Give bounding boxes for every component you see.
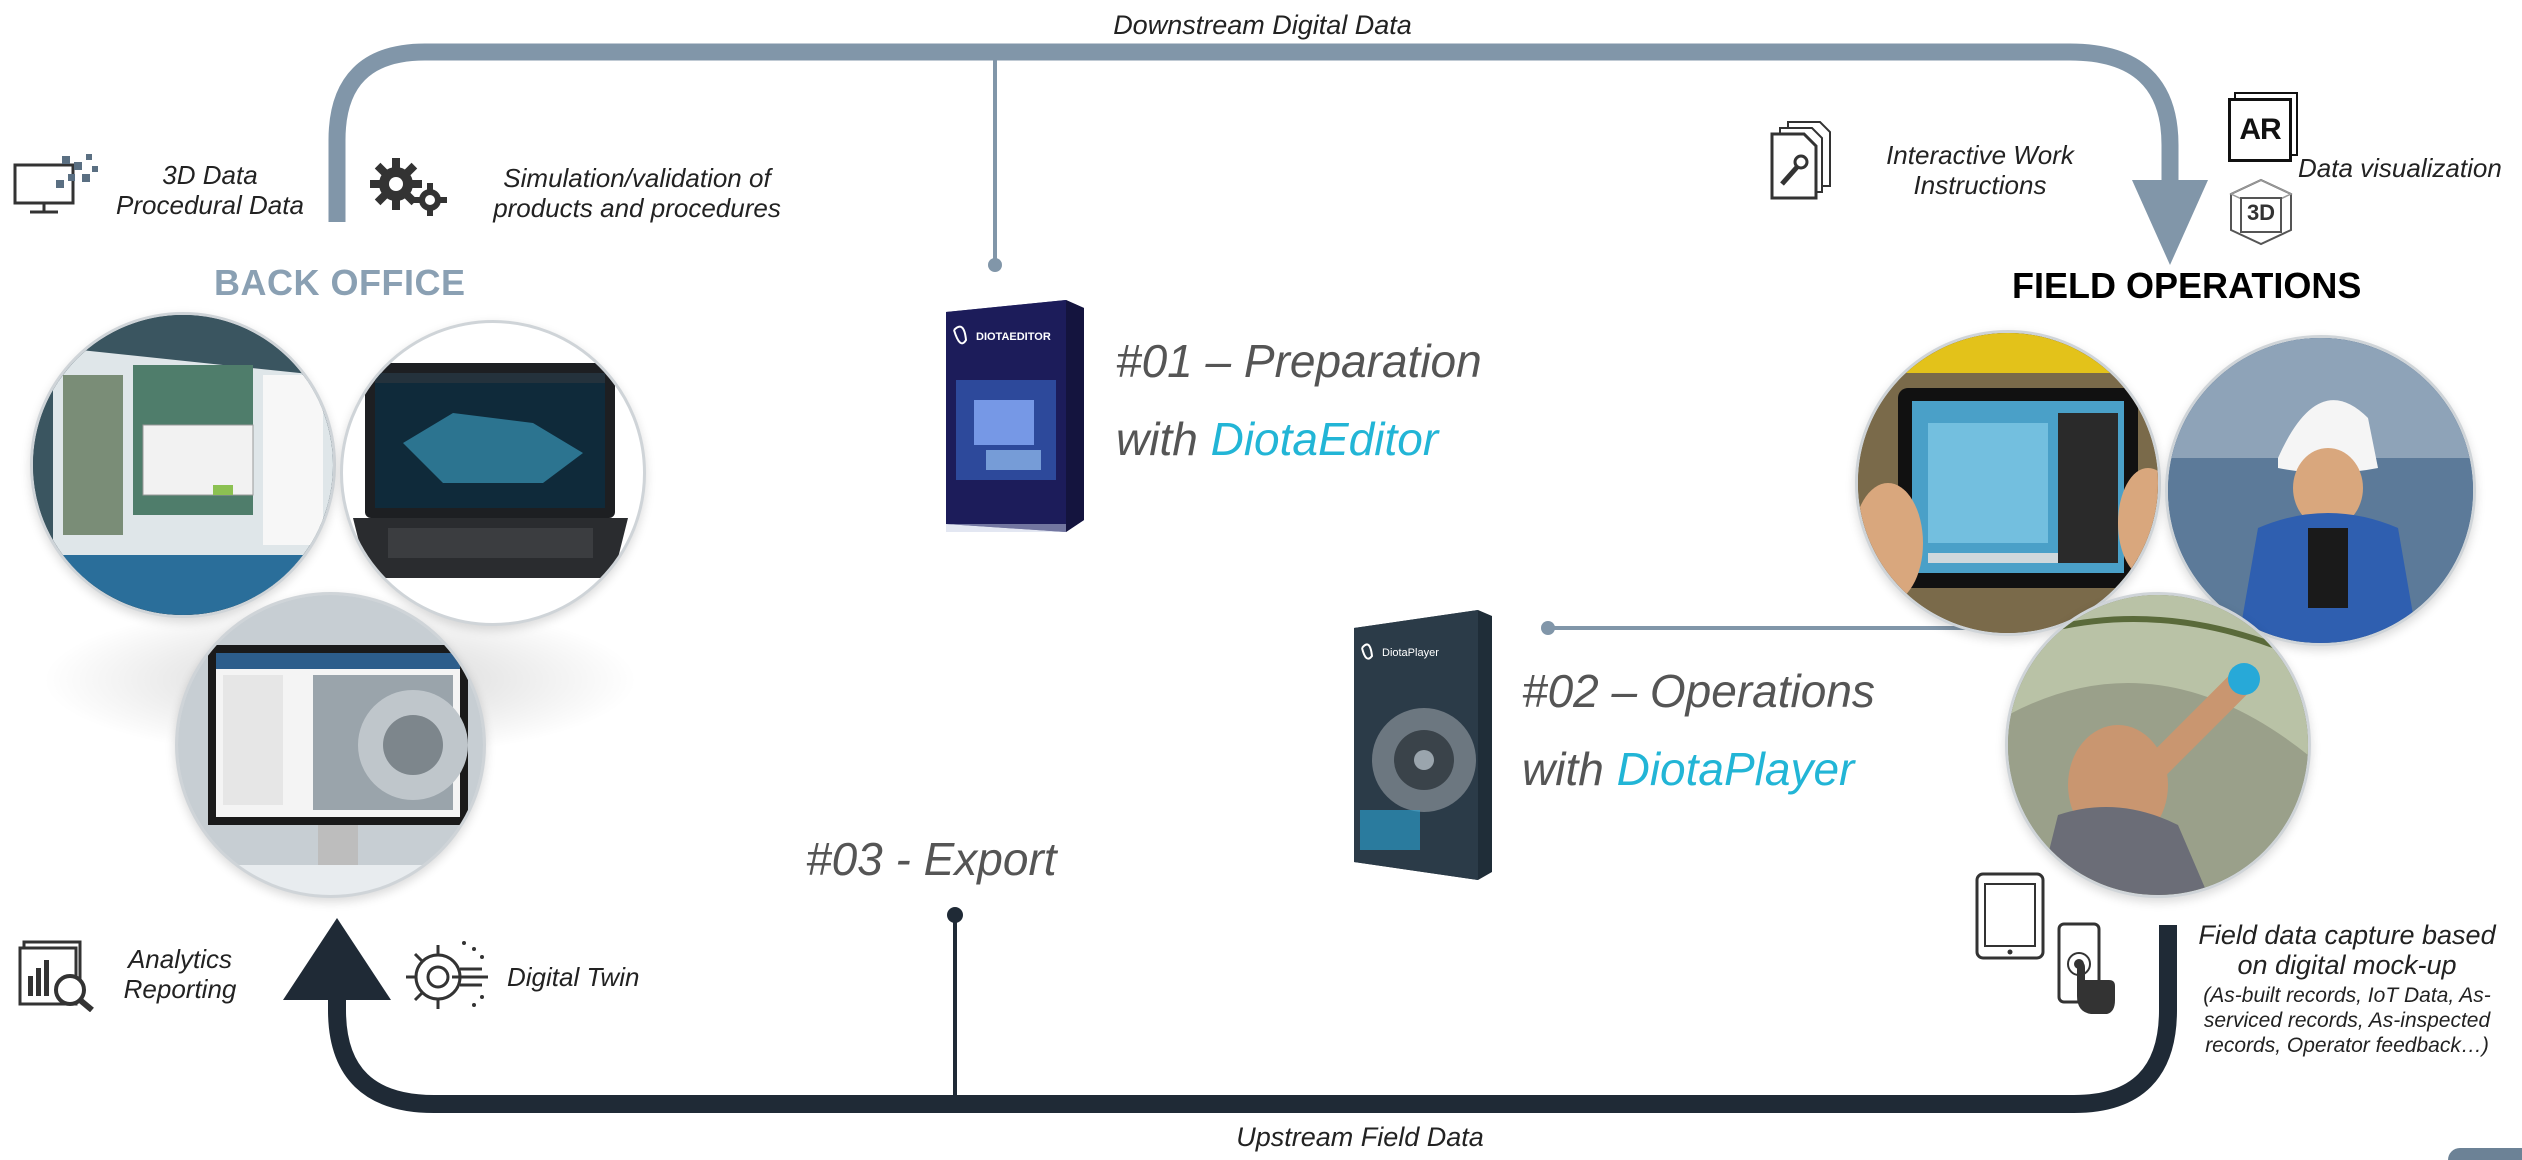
step-01-text: #01 – Preparation with DiotaEditor bbox=[1116, 322, 1482, 478]
data-visualization-label: Data visualization bbox=[2298, 153, 2502, 183]
step03-connector-dot bbox=[947, 907, 963, 923]
step-01-with-line: with DiotaEditor bbox=[1116, 400, 1482, 478]
step-02-with-line: with DiotaPlayer bbox=[1522, 730, 1875, 808]
digital-twin-gear-icon bbox=[402, 935, 492, 1019]
3d-cube-icon: 3D bbox=[2225, 176, 2297, 253]
field-capture-label: Field data capture based on digital mock… bbox=[2172, 920, 2522, 980]
step-02-title: #02 – Operations bbox=[1522, 665, 1875, 717]
analytics-label-line2: Reporting bbox=[123, 974, 237, 1004]
work-instructions-line2: Instructions bbox=[1913, 170, 2047, 200]
field-capture-detail: (As-built records, IoT Data, As- service… bbox=[2172, 983, 2522, 1058]
work-instructions-label: Interactive Work Instructions bbox=[1850, 140, 2110, 200]
analytics-label-line1: Analytics bbox=[127, 944, 233, 974]
data-label-line2: Procedural Data bbox=[116, 190, 304, 220]
phone-touch-icon bbox=[2055, 922, 2119, 1018]
documents-wrench-icon bbox=[1770, 120, 1834, 202]
upstream-arrow-line bbox=[328, 925, 2177, 1113]
simulation-label: Simulation/validation of products and pr… bbox=[462, 163, 812, 223]
step01-connector-dot bbox=[988, 258, 1002, 272]
diotaplayer-product-box: DiotaPlayer bbox=[1354, 610, 1492, 885]
field-worker-inspection-photo bbox=[2005, 592, 2311, 898]
field-tablet-ar-photo bbox=[1855, 330, 2161, 636]
field-worker-helmet-photo bbox=[2165, 335, 2476, 646]
upstream-arrowhead bbox=[283, 918, 391, 1000]
step02-connector-dot bbox=[1541, 621, 1555, 635]
data-label-line1: 3D Data bbox=[162, 160, 258, 190]
diotaplayer-box-brand: DiotaPlayer bbox=[1382, 647, 1439, 659]
back-office-title: BACK OFFICE bbox=[214, 262, 466, 303]
3d-cube-icon-label: 3D bbox=[2246, 200, 2276, 225]
ar-icon: AR bbox=[2228, 98, 2292, 162]
step-02-product: DiotaPlayer bbox=[1616, 743, 1855, 795]
digital-twin-label: Digital Twin bbox=[507, 962, 640, 992]
step-01-title: #01 – Preparation bbox=[1116, 335, 1482, 387]
corner-decoration bbox=[2448, 1148, 2522, 1160]
field-operations-title: FIELD OPERATIONS bbox=[2012, 265, 2362, 306]
field-capture-detail-line2: serviced records, As-inspected bbox=[2203, 1009, 2491, 1032]
ar-icon-label: AR bbox=[2239, 113, 2281, 146]
tablet-icon bbox=[1975, 872, 2045, 960]
field-capture-detail-line1: (As-built records, IoT Data, As- bbox=[2203, 984, 2491, 1007]
downstream-label: Downstream Digital Data bbox=[1113, 10, 1412, 40]
back-office-screen-photo bbox=[30, 312, 336, 618]
simulation-label-line2: products and procedures bbox=[493, 193, 781, 223]
analytics-report-icon bbox=[18, 940, 98, 1012]
step-01-product: DiotaEditor bbox=[1210, 413, 1439, 465]
gears-icon bbox=[368, 156, 448, 216]
step-02-text: #02 – Operations with DiotaPlayer bbox=[1522, 652, 1875, 808]
monitor-data-icon bbox=[12, 150, 102, 216]
data-label: 3D Data Procedural Data bbox=[95, 160, 325, 220]
field-capture-detail-line3: records, Operator feedback…) bbox=[2205, 1034, 2489, 1057]
diotaeditor-product-box: DIOTAEDITOR bbox=[946, 300, 1084, 537]
step-02-with: with bbox=[1522, 743, 1617, 795]
downstream-arrowhead bbox=[2132, 180, 2208, 265]
field-capture-line1: Field data capture based bbox=[2198, 920, 2496, 950]
diotaeditor-box-brand: DIOTAEDITOR bbox=[976, 331, 1051, 343]
step-03-title: #03 - Export bbox=[806, 833, 1057, 885]
simulation-label-line1: Simulation/validation of bbox=[503, 163, 771, 193]
work-instructions-line1: Interactive Work bbox=[1886, 140, 2074, 170]
back-office-laptop-photo bbox=[340, 320, 646, 626]
downstream-arrow-line bbox=[328, 43, 2179, 222]
step-01-with: with bbox=[1116, 413, 1211, 465]
field-capture-line2: on digital mock-up bbox=[2237, 950, 2457, 980]
upstream-label: Upstream Field Data bbox=[1236, 1122, 1484, 1152]
back-office-monitor-photo bbox=[175, 592, 486, 898]
analytics-label: Analytics Reporting bbox=[100, 944, 260, 1004]
